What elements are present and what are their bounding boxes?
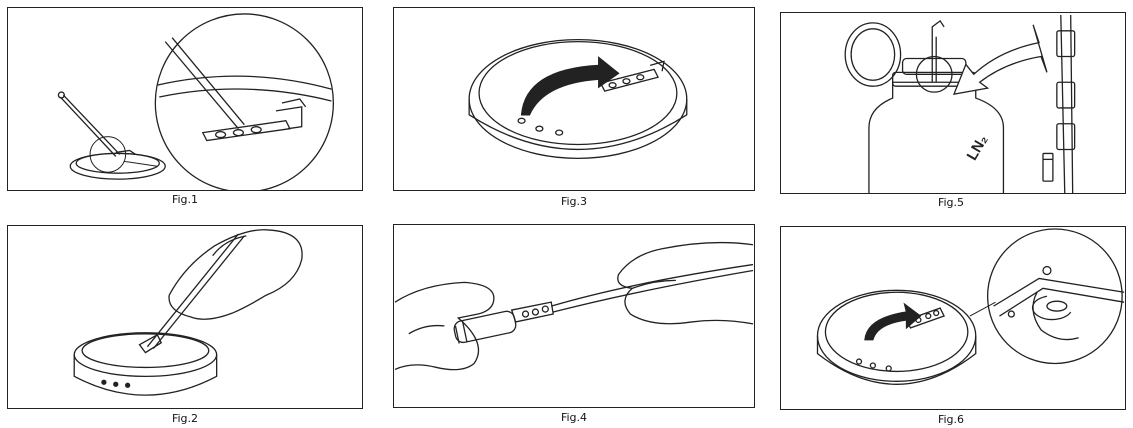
oocyte-dot	[870, 363, 875, 368]
figure-4-panel	[393, 224, 755, 408]
figure-1-illustration	[8, 8, 362, 190]
carrier	[512, 302, 554, 322]
oocyte-dot	[556, 130, 563, 135]
figure-2-illustration	[8, 226, 362, 408]
figure-3-panel	[393, 7, 755, 191]
return-arrow	[865, 304, 920, 340]
tweezers-small	[60, 97, 115, 156]
vial	[1043, 153, 1053, 181]
oocyte-dot	[536, 126, 543, 131]
petri-dish-wall	[817, 336, 975, 384]
left-hand	[395, 282, 494, 369]
tweezers	[551, 265, 753, 307]
figure-6-illustration	[781, 227, 1125, 409]
magnified-view-circle	[155, 14, 333, 190]
storage-cane	[1057, 15, 1075, 193]
figure-4-caption: Fig.4	[514, 411, 634, 424]
figure-1-caption: Fig.1	[125, 193, 245, 206]
figure-6-caption: Fig.6	[891, 413, 1011, 426]
figure-2-panel	[7, 225, 363, 409]
carrier-zoom	[994, 278, 1125, 306]
figure-3-illustration	[394, 8, 754, 190]
figure-3-caption: Fig.3	[514, 195, 634, 208]
ln2-label: LN₂	[964, 133, 991, 164]
dish-rim-arc	[157, 76, 331, 89]
figure-2-caption: Fig.2	[125, 412, 245, 425]
figure-1-panel	[7, 7, 363, 191]
tweezers-zoom	[165, 42, 238, 129]
cane-rod	[932, 21, 944, 82]
oocyte-dot	[518, 118, 525, 123]
cryo-vial	[453, 310, 518, 344]
petri-dish	[817, 290, 975, 381]
tweezers	[147, 234, 238, 347]
petri-dish	[74, 333, 216, 377]
hand	[169, 230, 302, 319]
oocyte-dot	[857, 359, 862, 364]
figure-5-illustration: LN₂	[781, 13, 1125, 193]
figure-4-illustration	[394, 225, 754, 407]
transfer-arrow	[522, 57, 619, 114]
figure-5-panel: LN₂	[780, 12, 1126, 194]
insert-arrow	[954, 25, 1047, 94]
figure-6-panel	[780, 226, 1126, 410]
magnified-view-circle	[988, 229, 1123, 364]
petri-dish	[469, 40, 687, 159]
figure-5-caption: Fig.5	[891, 196, 1011, 209]
container-lid	[845, 23, 900, 86]
oocyte-dot	[886, 366, 891, 371]
